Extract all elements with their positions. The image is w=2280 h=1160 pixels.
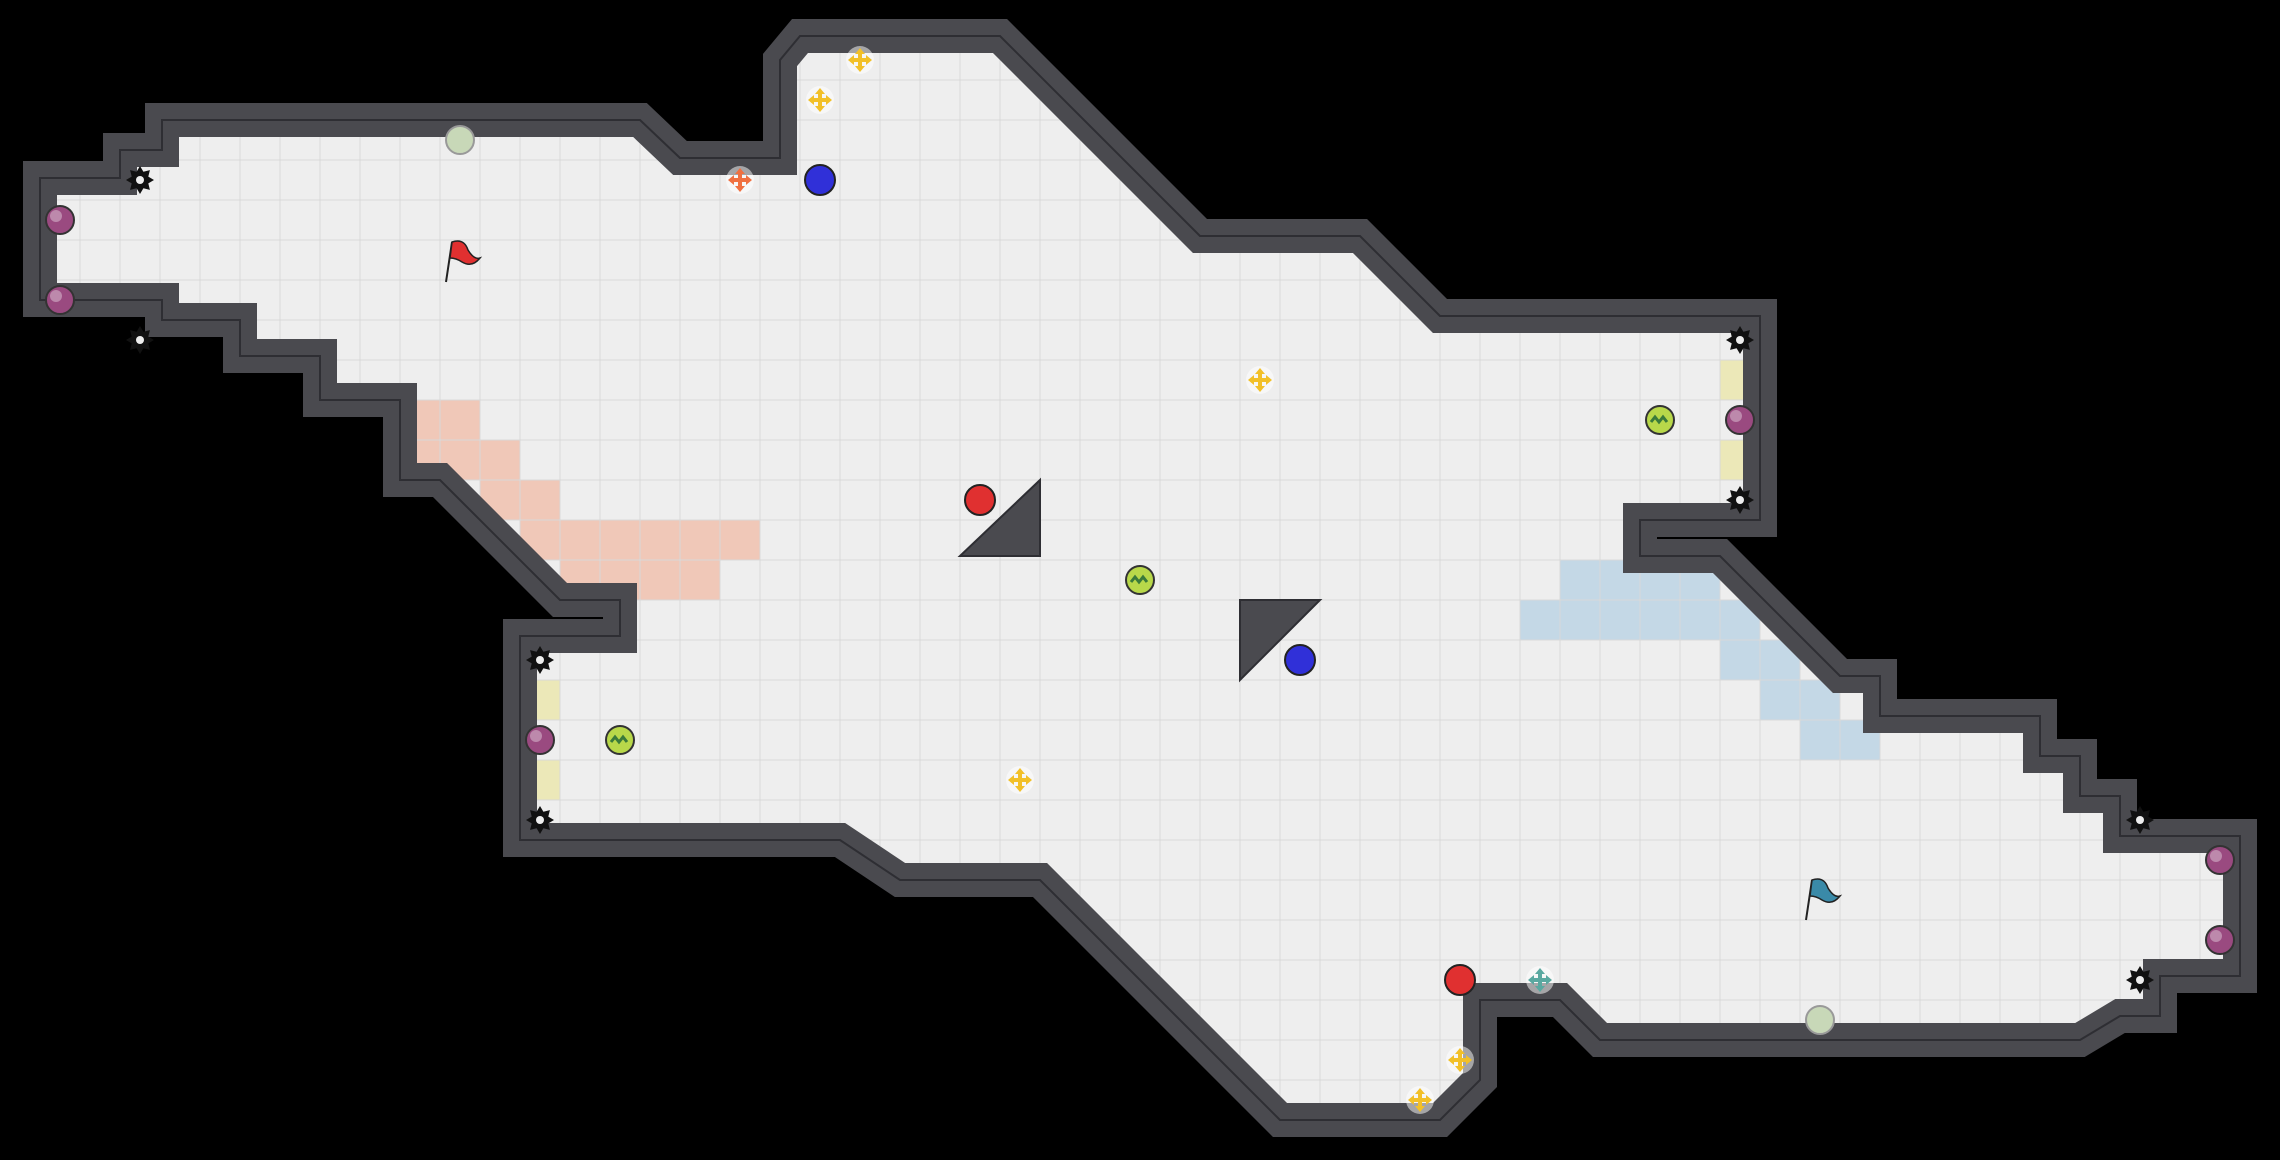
speed-boost-icon [1406,1086,1434,1114]
powerup-icon [1125,565,1155,595]
speed-boost-icon [1446,1046,1474,1074]
red-ball-icon [964,484,996,516]
mine-icon [1805,1005,1835,1035]
map-walls [23,19,2257,1137]
bomb-icon [45,285,75,315]
bomb-icon [2205,845,2235,875]
bomb-icon [1725,405,1755,435]
red-boost-icon [726,166,754,194]
spike-icon [2126,806,2154,834]
spike-icon [1726,486,1754,514]
wedge-wall [957,477,1041,557]
spike-icon [526,646,554,674]
blue-flag-icon [1805,878,1843,921]
powerup-icon [1645,405,1675,435]
mine-icon [445,125,475,155]
speed-boost-icon [806,86,834,114]
spike-icon [126,326,154,354]
bomb-icon [45,205,75,235]
speed-boost-icon [1006,766,1034,794]
spike-icon [1726,326,1754,354]
bomb-icon [525,725,555,755]
blue-ball-icon [804,164,836,196]
speed-boost-icon [846,46,874,74]
powerup-icon [605,725,635,755]
red-flag-icon [445,240,483,283]
blue-ball-icon [1284,644,1316,676]
blue-boost-icon [1526,966,1554,994]
map-objects [45,46,2235,1114]
speed-boost-icon [1246,366,1274,394]
outer-wall-edge [39,35,2241,1121]
spike-icon [126,166,154,194]
spike-icon [526,806,554,834]
spike-icon [2126,966,2154,994]
bomb-icon [2205,925,2235,955]
red-ball-icon [1444,964,1476,996]
wedge-wall [1239,599,1323,683]
